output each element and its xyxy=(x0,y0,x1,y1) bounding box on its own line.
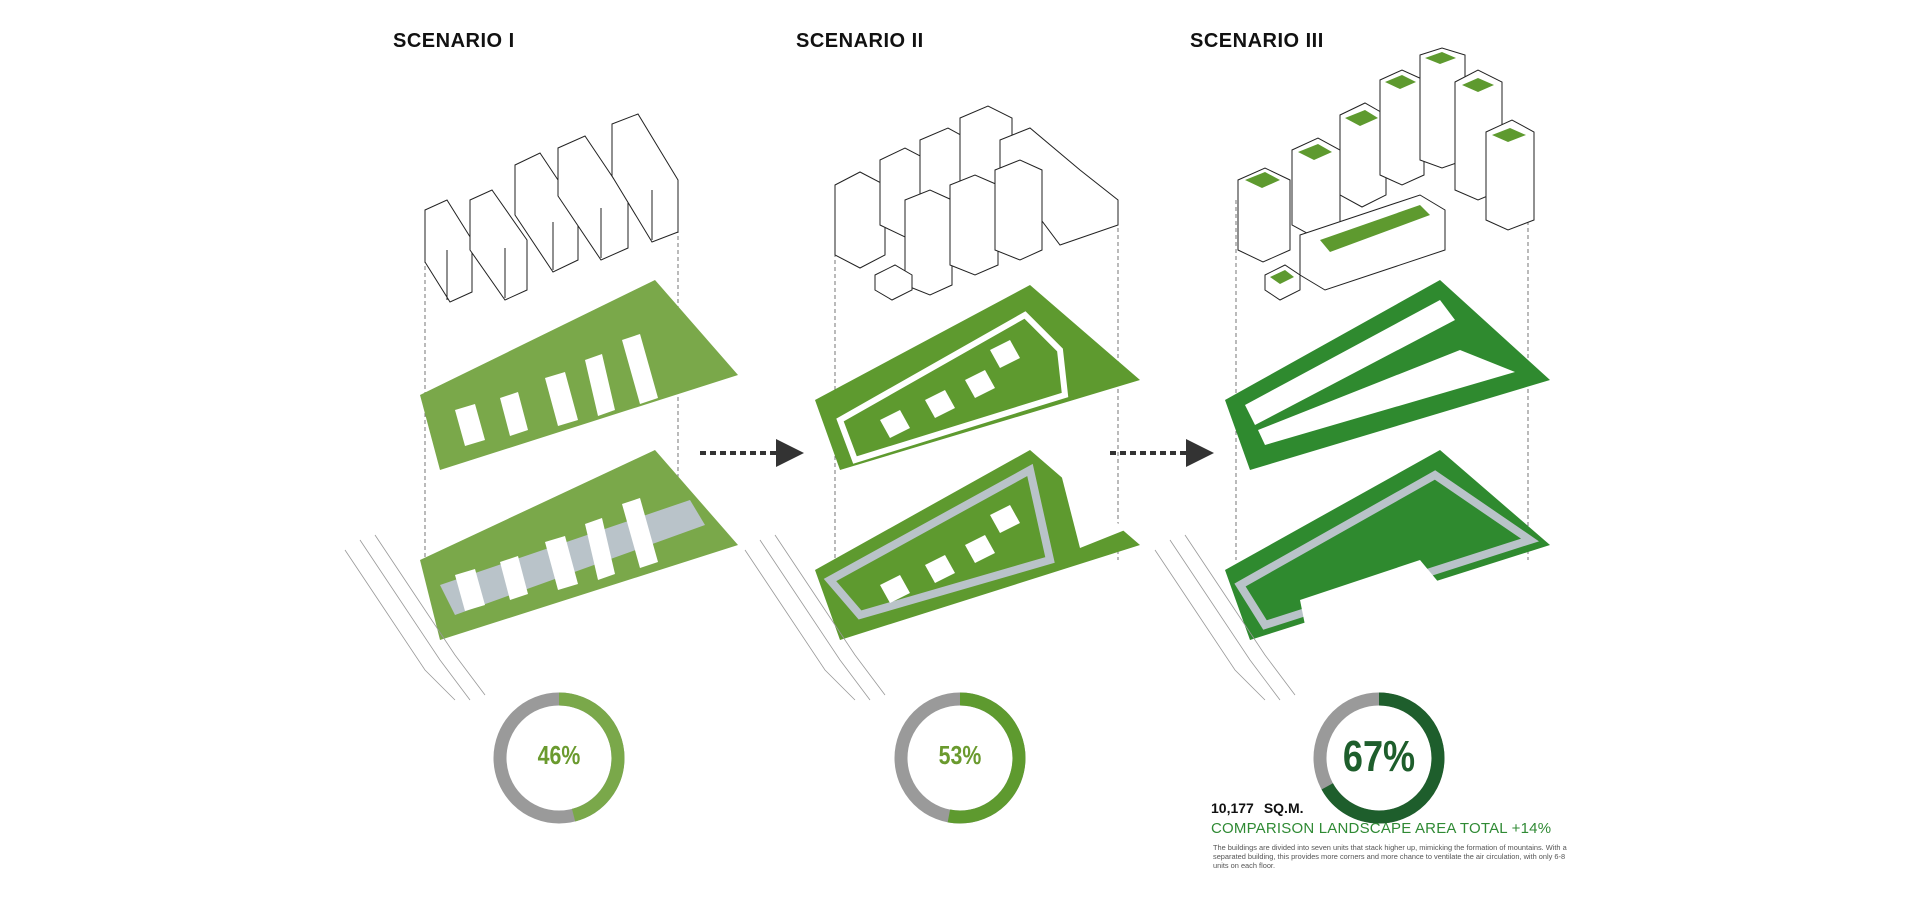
scenario-1-percentage: 46% xyxy=(537,740,581,770)
scenario-1-title: SCENARIO I xyxy=(393,30,515,52)
scenario-3-courtyard xyxy=(1300,560,1445,625)
scenario-3-landscape-arc xyxy=(1313,692,1445,824)
scenario-2-percentage: 53% xyxy=(938,740,982,770)
scenario-2-plan-lower-voids xyxy=(880,470,1125,603)
area-value: 10,177 xyxy=(1211,800,1254,816)
scenario-2-plan-upper-voids xyxy=(836,311,1069,464)
scenario-2-guides xyxy=(834,190,1119,560)
scenario-3-plan-upper-voids xyxy=(1245,300,1515,445)
scenario-1-plan-upper-voids xyxy=(455,334,658,446)
scenario-1-donut xyxy=(493,692,625,824)
scenario-1-buildings xyxy=(424,113,679,303)
scenario-2-donut xyxy=(894,692,1026,824)
scenario-1-plan-lower-voids xyxy=(455,498,658,611)
scenario-1-plan-upper xyxy=(420,280,738,470)
scenario-2-buildings xyxy=(834,105,1119,301)
scenario-3-plan-lower xyxy=(1225,450,1550,640)
scenario-2-landscape-arc xyxy=(894,692,1026,824)
scenario-3-buildings xyxy=(1237,47,1535,301)
scenario-3-title: SCENARIO III xyxy=(1190,30,1324,52)
landscape-area: 10,177 SQ.M. xyxy=(1211,800,1304,816)
scenario-3-roof-gardens xyxy=(1245,52,1526,284)
scenario-3-guides xyxy=(1235,200,1529,560)
area-unit: SQ.M. xyxy=(1263,800,1304,816)
scenario-3-group xyxy=(1154,47,1550,824)
scenario-1-landscape-arc xyxy=(493,692,625,824)
scenario-1-context-road xyxy=(344,534,486,701)
scenario-2-group xyxy=(744,105,1140,824)
description-text: The buildings are divided into seven uni… xyxy=(1213,843,1567,870)
scenario-2-road-loop xyxy=(823,463,1055,620)
scenario-2-title: SCENARIO II xyxy=(796,30,924,52)
scenario-3-donut xyxy=(1313,692,1445,824)
comparison-heading: COMPARISON LANDSCAPE AREA TOTAL +14% xyxy=(1211,820,1552,837)
scenario-3-percentage: 67% xyxy=(1342,732,1416,781)
scenario-1-group xyxy=(344,113,738,824)
scenario-3-context-road xyxy=(1154,534,1296,701)
scenario-2-context-road xyxy=(744,534,886,701)
scenario-3-road-loop xyxy=(1234,470,1540,630)
